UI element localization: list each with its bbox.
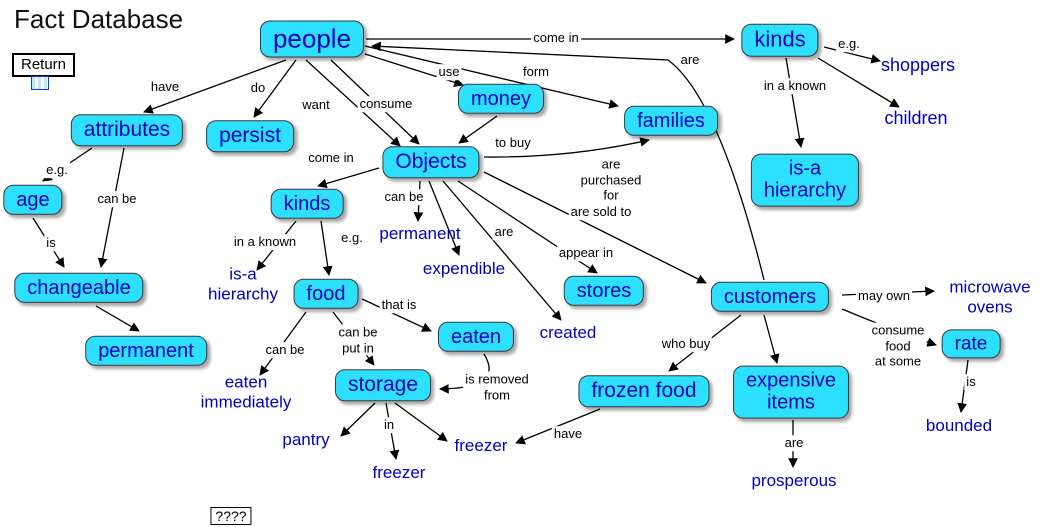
label-children[interactable]: children: [884, 108, 948, 129]
node-expensive-items[interactable]: expensive items: [732, 365, 850, 419]
edge-label-form[interactable]: form: [521, 64, 551, 80]
edge-label-is-removed-from[interactable]: is removed from: [463, 371, 531, 403]
node-stores[interactable]: stores: [563, 275, 645, 307]
label-bounded[interactable]: bounded: [925, 415, 993, 435]
label-created[interactable]: created: [539, 322, 597, 342]
edge-label-come-in-2[interactable]: come in: [306, 150, 356, 166]
edge-label-are-3[interactable]: are: [782, 435, 806, 451]
edge-label-have[interactable]: have: [148, 79, 182, 95]
edge-label-are-sold-to[interactable]: are sold to: [568, 204, 634, 220]
edge-label-can-be[interactable]: can be: [95, 191, 139, 207]
node-customers[interactable]: customers: [710, 281, 830, 313]
edge-label-eg-3[interactable]: e.g.: [339, 230, 365, 246]
node-rate[interactable]: rate: [941, 329, 1001, 359]
edge-label-to-buy[interactable]: to buy: [493, 135, 533, 151]
label-expendible[interactable]: expendible: [422, 258, 506, 278]
edge-label-who-buy[interactable]: who buy: [659, 336, 713, 352]
edge-label-are-2[interactable]: are: [492, 224, 516, 240]
label-is-a-hierarchy[interactable]: is-a hierarchy: [208, 264, 278, 304]
edge-label-consume-food-at-some[interactable]: consume food at some: [869, 322, 927, 370]
label-freezer[interactable]: freezer: [454, 435, 508, 455]
edge-label-do[interactable]: do: [248, 80, 268, 96]
node-kinds-2[interactable]: kinds: [270, 188, 344, 220]
edge-label-can-be-put-in[interactable]: can be put in: [336, 324, 380, 356]
edge-label-use[interactable]: use: [436, 64, 462, 80]
label-permanent[interactable]: permanent: [379, 223, 461, 243]
edge-label-in[interactable]: in: [381, 417, 397, 433]
edge-label-are[interactable]: are: [678, 52, 702, 68]
node-kinds[interactable]: kinds: [741, 23, 819, 57]
node-frozen-food[interactable]: frozen food: [578, 375, 710, 407]
node-food[interactable]: food: [293, 278, 359, 310]
edge-label-appear-in[interactable]: appear in: [556, 245, 616, 261]
label-pantry[interactable]: pantry: [282, 429, 330, 449]
edge-label-is[interactable]: is: [44, 235, 58, 251]
node-changeable[interactable]: changeable: [14, 272, 144, 304]
label-eaten-immediately[interactable]: eaten immediately: [200, 372, 292, 412]
edge-label-are-purchased-for[interactable]: are purchased for: [578, 156, 644, 204]
node-permanent[interactable]: permanent: [85, 335, 207, 367]
node-eaten[interactable]: eaten: [437, 321, 515, 353]
cmap-resource-icon[interactable]: [31, 76, 49, 90]
edge-label-can-be-3[interactable]: can be: [263, 342, 307, 358]
label-freezer-2[interactable]: freezer: [372, 462, 426, 482]
edge-label-in-a-known-2[interactable]: in a known: [231, 234, 299, 250]
edge-label-in-a-known[interactable]: in a known: [761, 78, 829, 94]
edge-label-eg-2[interactable]: e.g.: [44, 162, 70, 178]
edge-label-is-2[interactable]: is: [964, 374, 978, 390]
edge-label-have-2[interactable]: have: [551, 426, 585, 442]
node-objects[interactable]: Objects: [382, 146, 480, 178]
node-money[interactable]: money: [457, 83, 545, 115]
node-people[interactable]: people: [259, 20, 365, 58]
node-is-a-hierarchy[interactable]: is-a hierarchy: [750, 153, 860, 207]
edge-label-that-is[interactable]: that is: [379, 297, 419, 313]
page-title: Fact Database: [14, 4, 184, 34]
label-microwave-ovens[interactable]: microwave ovens: [949, 277, 1031, 317]
edge-label-consume[interactable]: consume: [357, 96, 415, 112]
label-prosperous[interactable]: prosperous: [751, 470, 837, 490]
edge-label-want[interactable]: want: [300, 97, 332, 113]
return-button[interactable]: Return: [12, 53, 76, 77]
edge-label-eg[interactable]: e.g.: [836, 36, 862, 52]
node-storage[interactable]: storage: [334, 369, 432, 401]
placeholder-node[interactable]: ????: [210, 507, 252, 525]
node-persist[interactable]: persist: [206, 120, 294, 152]
edge-label-come-in[interactable]: come in: [531, 30, 581, 46]
node-attributes[interactable]: attributes: [70, 114, 184, 146]
edge-label-can-be-2[interactable]: can be: [382, 189, 426, 205]
edge-label-may-own[interactable]: may own: [855, 288, 913, 304]
node-age[interactable]: age: [3, 184, 63, 216]
node-families[interactable]: families: [624, 105, 718, 137]
label-shoppers[interactable]: shoppers: [880, 55, 956, 76]
